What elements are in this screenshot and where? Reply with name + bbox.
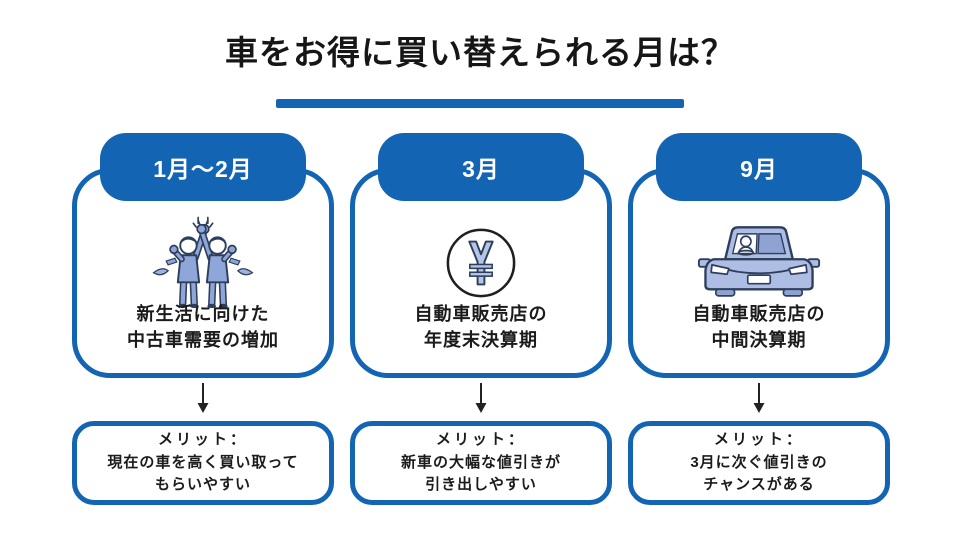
down-arrow xyxy=(628,383,890,415)
merit-label: メリット： xyxy=(435,431,526,449)
merit-label: メリット： xyxy=(713,431,804,449)
title-underline xyxy=(276,99,684,108)
reason-line: 自動車販売店の xyxy=(692,303,826,324)
merit-label: メリット： xyxy=(157,431,248,449)
reason-text: 新生活に向けた 中古車需要の増加 xyxy=(77,301,329,353)
yen-coin-icon xyxy=(355,211,607,315)
month-badge-label: 1月〜2月 xyxy=(153,156,253,182)
month-badge: 3月 xyxy=(378,133,584,201)
month-badge-label: 3月 xyxy=(462,156,500,182)
reason-line: 中古車需要の増加 xyxy=(127,329,279,350)
reason-text: 自動車販売店の 中間決算期 xyxy=(633,301,885,353)
down-arrow xyxy=(350,383,612,415)
merit-box: メリット： 現在の車を高く買い取って もらいやすい xyxy=(72,421,334,505)
reason-line: 自動車販売店の xyxy=(414,303,548,324)
merit-line: 3月に次ぐ値引きの xyxy=(690,453,828,471)
column-september: 9月 xyxy=(628,133,890,508)
merit-line: もらいやすい xyxy=(154,476,251,494)
page-title: 車をお得に買い替えられる月は？ xyxy=(225,34,735,71)
reason-card: 自動車販売店の 年度末決算期 xyxy=(350,168,612,378)
reason-card: 新生活に向けた 中古車需要の増加 xyxy=(72,168,334,378)
reason-card: 自動車販売店の 中間決算期 xyxy=(628,168,890,378)
merit-line: 新車の大幅な値引きが xyxy=(400,453,561,471)
merit-box: メリット： 新車の大幅な値引きが 引き出しやすい xyxy=(350,421,612,505)
reason-line: 年度末決算期 xyxy=(424,329,538,350)
month-badge: 1月〜2月 xyxy=(100,133,306,201)
month-badge: 9月 xyxy=(656,133,862,201)
down-arrow xyxy=(72,383,334,415)
merit-line: 引き出しやすい xyxy=(425,476,537,494)
month-badge-label: 9月 xyxy=(740,156,778,182)
column-jan-feb: 1月〜2月 xyxy=(72,133,334,508)
merit-line: 現在の車を高く買い取って xyxy=(107,453,299,471)
reason-text: 自動車販売店の 年度末決算期 xyxy=(355,301,607,353)
celebrating-people-icon xyxy=(77,211,329,315)
merit-box: メリット： 3月に次ぐ値引きの チャンスがある xyxy=(628,421,890,505)
merit-line: チャンスがある xyxy=(703,476,815,494)
reason-line: 中間決算期 xyxy=(711,329,807,350)
car-with-driver-icon xyxy=(633,211,885,315)
reason-line: 新生活に向けた xyxy=(136,303,270,324)
column-march: 3月 自動車販売店の 年度末決算期 メリット： xyxy=(350,133,612,508)
